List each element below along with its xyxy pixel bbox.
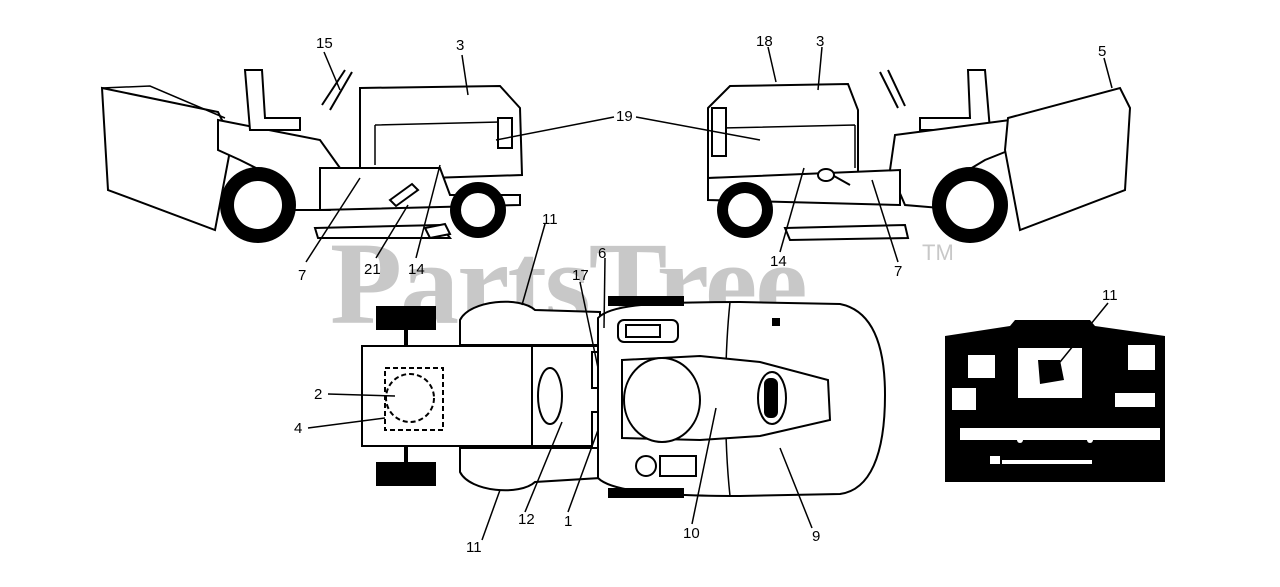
top-view bbox=[361, 296, 887, 498]
callout-9: 9 bbox=[812, 528, 820, 545]
callout-11-panel: 11 bbox=[1102, 287, 1118, 304]
callout-6: 6 bbox=[598, 245, 606, 262]
callout-14-right: 14 bbox=[770, 253, 787, 270]
control-panel-inset bbox=[945, 320, 1165, 482]
callout-5: 5 bbox=[1098, 43, 1106, 60]
hood-right bbox=[707, 82, 859, 180]
callout-2: 2 bbox=[314, 386, 322, 403]
callout-15: 15 bbox=[316, 35, 333, 52]
mower-deck-left bbox=[313, 223, 453, 239]
grass-bag-right bbox=[1003, 86, 1132, 232]
left-side-view bbox=[100, 69, 524, 243]
callout-11-bottom: 11 bbox=[466, 539, 482, 556]
leader-lines bbox=[305, 46, 1113, 541]
seat-left bbox=[243, 69, 301, 131]
grass-bag-left bbox=[100, 86, 234, 232]
callout-10: 10 bbox=[683, 525, 700, 542]
callout-19: 19 bbox=[616, 108, 633, 125]
callout-1: 1 bbox=[564, 513, 572, 530]
callout-12: 12 bbox=[518, 511, 535, 528]
callout-7-left: 7 bbox=[298, 267, 306, 284]
panel-decal-11 bbox=[1038, 360, 1064, 384]
trademark: TM bbox=[922, 240, 954, 265]
mower-deck-right bbox=[783, 223, 910, 242]
rear-wheel-top-2 bbox=[376, 462, 436, 486]
steering-left bbox=[321, 69, 353, 111]
seat-right bbox=[919, 69, 992, 131]
fender-top-upper bbox=[459, 300, 601, 346]
callout-3-right: 3 bbox=[816, 33, 824, 50]
fender-top-lower bbox=[459, 447, 601, 492]
callout-14-left: 14 bbox=[408, 261, 425, 278]
callout-4: 4 bbox=[294, 420, 302, 437]
callout-7-right: 7 bbox=[894, 263, 902, 280]
callout-3-left: 3 bbox=[456, 37, 464, 54]
callout-21: 21 bbox=[364, 261, 381, 278]
control-panel bbox=[945, 320, 1165, 482]
rear-wheel-top-1 bbox=[376, 306, 436, 330]
right-side-view bbox=[707, 69, 1132, 243]
steering-right bbox=[879, 69, 906, 109]
callout-17: 17 bbox=[572, 267, 589, 284]
callout-18: 18 bbox=[756, 33, 773, 50]
callout-labels: 15 3 19 7 21 14 18 3 5 14 7 11 6 17 2 4 … bbox=[294, 33, 1118, 556]
callout-11-top: 11 bbox=[542, 211, 558, 228]
